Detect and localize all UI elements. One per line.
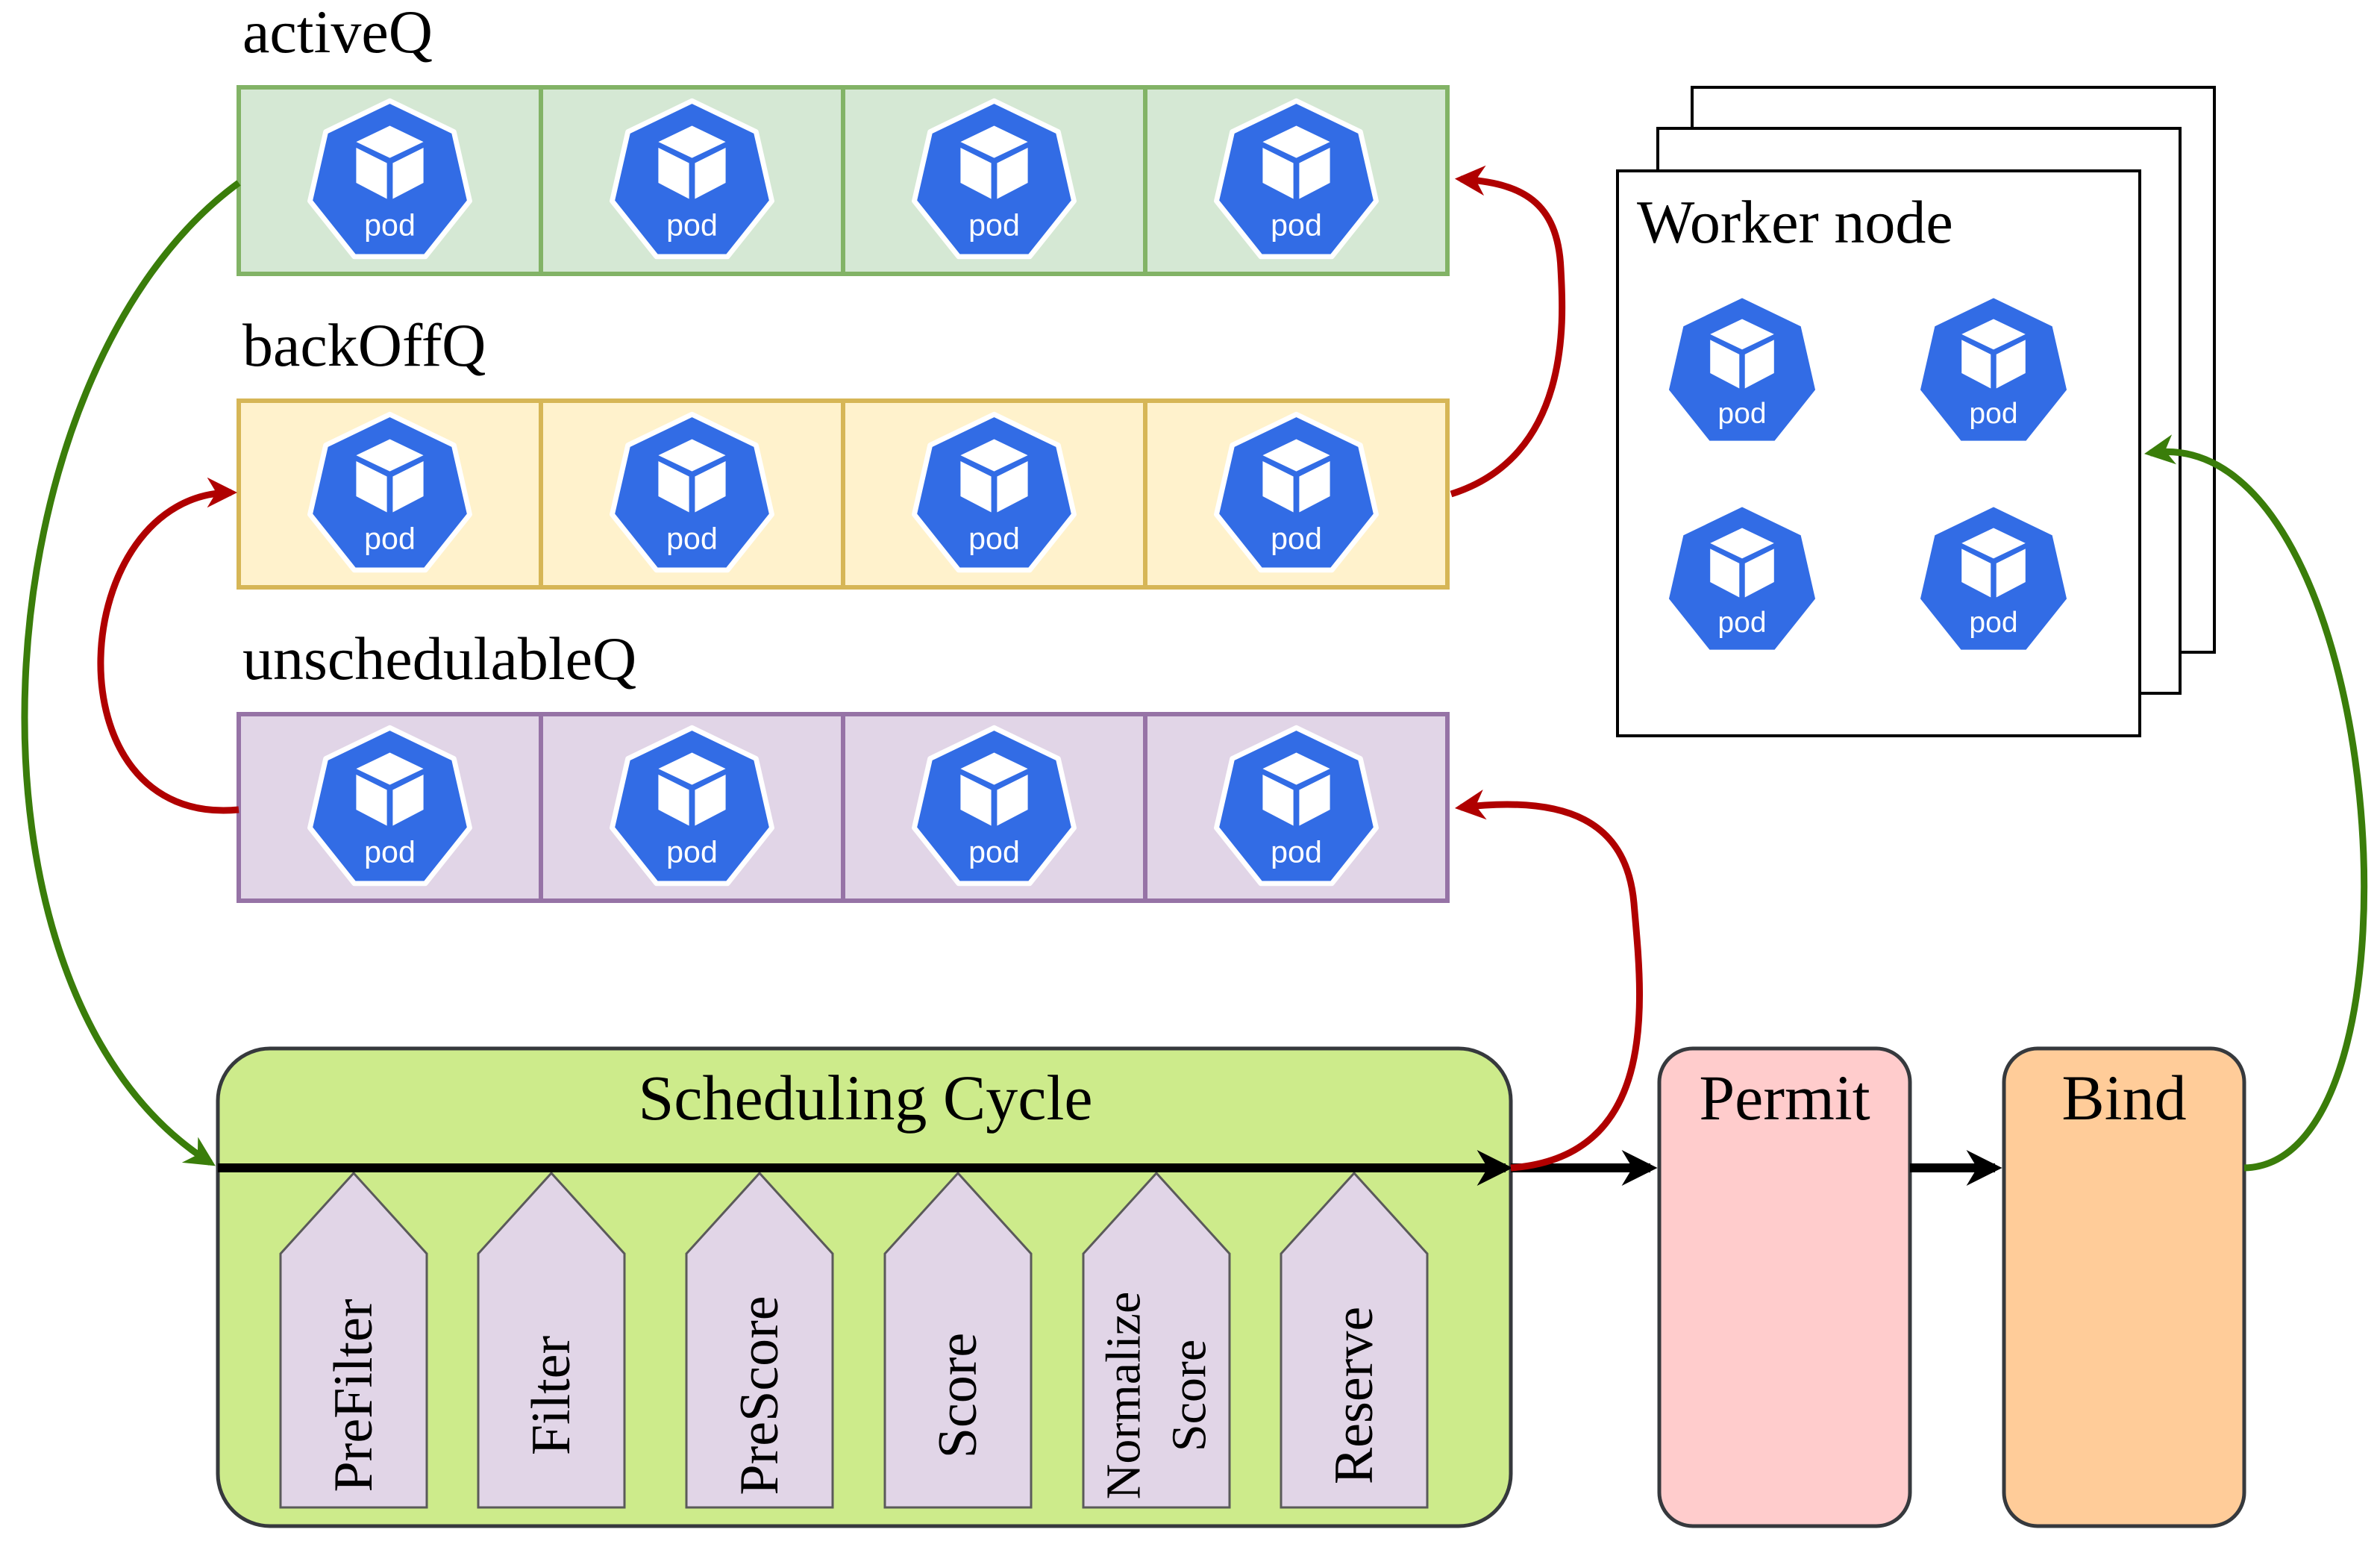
plugin-label: Normalize — [1097, 1292, 1151, 1500]
pod-label: pod — [1271, 208, 1322, 243]
pod-icon: pod — [914, 414, 1074, 570]
pod-label: pod — [666, 522, 718, 556]
plugin-stage: Score — [883, 1171, 1033, 1509]
plugin-label: Filter — [521, 1336, 582, 1455]
pod-icon: pod — [1216, 728, 1376, 884]
plugin-shape — [1280, 1171, 1429, 1509]
bind-label: Bind — [2061, 1062, 2186, 1134]
permit-label: Permit — [1699, 1062, 1870, 1134]
plugin-stage: Reserve — [1280, 1171, 1429, 1509]
cycle-to-unschedulableq-arrow — [1454, 790, 1644, 1172]
pod-icon: pod — [1666, 296, 1817, 443]
permit-box-group: Permit — [1657, 1046, 1912, 1528]
plugin-label: Score — [1162, 1340, 1217, 1451]
plugin-shape — [279, 1171, 428, 1509]
pod-icon: pod — [914, 728, 1074, 884]
plugin-shape — [685, 1171, 834, 1509]
plugin-label: Score — [927, 1333, 989, 1459]
pod-label: pod — [364, 208, 416, 243]
queue-unschedulable-label: unschedulableQ — [242, 625, 636, 693]
pod-label: pod — [1717, 607, 1766, 639]
queue-backoff: backOffQ pod pod pod pod — [237, 311, 1450, 590]
pod-icon: pod — [612, 728, 771, 884]
pod-label: pod — [1717, 398, 1766, 430]
pod-icon: pod — [1216, 101, 1376, 257]
plugin-stage: PreScore — [685, 1171, 834, 1509]
plugin-label: PreFilter — [323, 1299, 384, 1493]
pod-icon: pod — [310, 414, 469, 570]
worker-node-stack: Worker node pod pod pod pod — [1616, 86, 2216, 737]
backoffq-to-activeq-arrow — [1450, 165, 1566, 498]
pod-icon: pod — [1666, 504, 1817, 652]
pod-label: pod — [1969, 398, 2017, 430]
pod-label: pod — [364, 835, 416, 869]
plugin-shape — [477, 1171, 626, 1509]
bind-to-worker-arrow — [2143, 434, 2368, 1172]
queue-active-label: activeQ — [242, 0, 433, 66]
pod-label: pod — [364, 522, 416, 556]
pod-icon: pod — [612, 414, 771, 570]
plugin-stage: Filter — [477, 1171, 626, 1509]
activeq-to-cycle-arrow — [21, 180, 241, 1166]
plugin-stage: PreFilter — [279, 1171, 428, 1509]
worker-node-title: Worker node — [1637, 188, 1953, 256]
pod-label: pod — [1271, 835, 1322, 869]
pod-icon: pod — [1917, 504, 2069, 652]
permit-box — [1657, 1046, 1912, 1528]
pod-label: pod — [666, 208, 718, 243]
scheduling-cycle: Scheduling Cycle PreFilter Filter PreScore… — [216, 1046, 1513, 1528]
pod-label: pod — [968, 522, 1020, 556]
pod-icon: pod — [612, 101, 771, 257]
queue-active: activeQ pod pod pod pod — [237, 0, 1450, 276]
pod-icon: pod — [1216, 414, 1376, 570]
pod-icon: pod — [310, 101, 469, 257]
unschedulableq-to-backoffq-arrow — [97, 477, 239, 814]
worker-pods: pod pod pod pod — [1666, 296, 2069, 652]
pod-label: pod — [1271, 522, 1322, 556]
pod-label: pod — [1969, 607, 2017, 639]
pod-label: pod — [968, 835, 1020, 869]
plugin-shape — [1082, 1171, 1231, 1509]
pod-label: pod — [968, 208, 1020, 243]
plugin-shape — [883, 1171, 1033, 1509]
pod-icon: pod — [1917, 296, 2069, 443]
plugin-label: Reserve — [1324, 1307, 1385, 1484]
pod-icon: pod — [310, 728, 469, 884]
pod-label: pod — [666, 835, 718, 869]
scheduling-cycle-title: Scheduling Cycle — [638, 1062, 1092, 1134]
queue-backoff-label: backOffQ — [242, 311, 486, 379]
queue-unschedulable: unschedulableQ pod pod pod pod — [237, 625, 1450, 903]
bind-box-group: Bind — [2002, 1046, 2246, 1528]
pod-icon: pod — [914, 101, 1074, 257]
plugin-label: PreScore — [729, 1295, 790, 1495]
arrows — [21, 165, 2368, 1186]
worker-node-card — [1616, 169, 2141, 737]
bind-box — [2002, 1046, 2246, 1528]
